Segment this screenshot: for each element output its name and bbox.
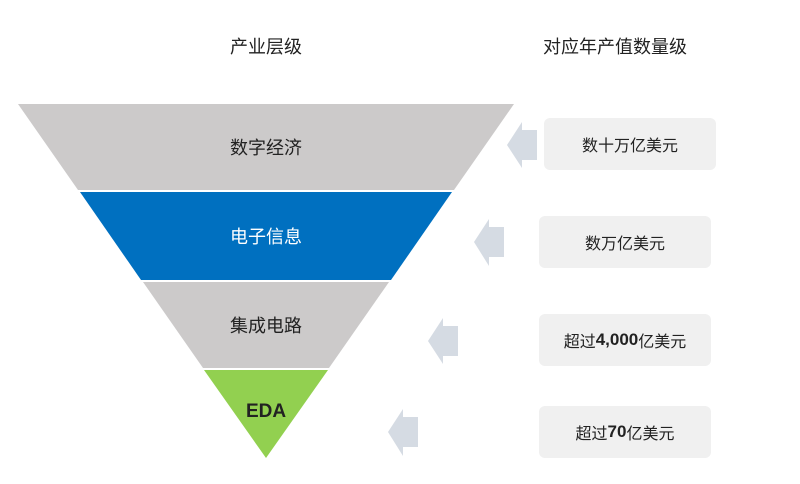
level-band-digital-economy	[18, 104, 514, 190]
value-text: 数十万亿美元	[581, 136, 678, 155]
level-band-electronic-info	[80, 192, 452, 280]
level-label-eda: EDA	[245, 401, 287, 422]
level-label-digital-economy: 数字经济	[230, 138, 302, 159]
value-prefix: 超过	[563, 332, 596, 351]
level-band-integrated-circuit	[143, 282, 389, 368]
level-label-electronic-info: 电子信息	[230, 227, 302, 248]
value-suffix: 亿美元	[638, 332, 687, 351]
value-number: 4,000	[595, 330, 639, 349]
header-industry-level: 产业层级	[230, 37, 302, 58]
arrow-left-icon	[507, 122, 537, 168]
value-box-electronic-info: 数万亿美元	[539, 216, 711, 268]
arrow-left-icon	[474, 219, 504, 266]
value-suffix: 亿美元	[626, 424, 675, 443]
arrow-left-icon	[428, 318, 458, 364]
value-prefix: 超过	[575, 424, 608, 443]
level-label-integrated-circuit: 集成电路	[230, 316, 302, 337]
value-number: 70	[607, 422, 627, 441]
header-annual-output: 对应年产值数量级	[543, 37, 687, 58]
level-band-eda	[204, 370, 328, 458]
value-text: 数万亿美元	[584, 234, 665, 253]
arrow-left-icon	[388, 409, 418, 456]
value-box-digital-economy: 数十万亿美元	[544, 118, 716, 170]
